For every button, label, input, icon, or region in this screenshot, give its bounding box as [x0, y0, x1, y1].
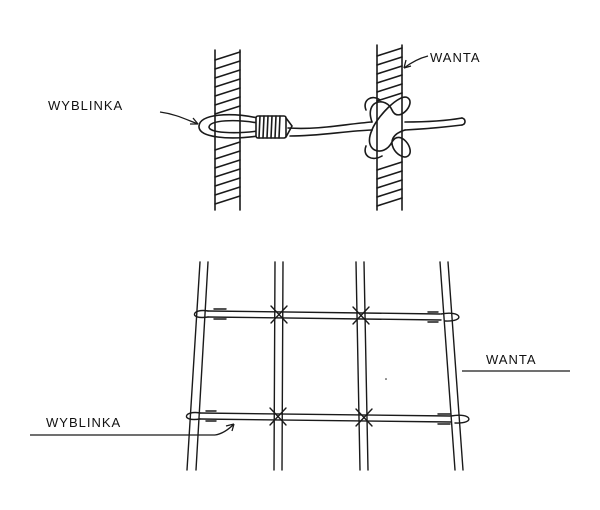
- top-eye-splice: [198, 113, 259, 139]
- bottom-shroud-2: [273, 261, 284, 471]
- rope-twist: [376, 56, 403, 66]
- bottom-arrow-wyblinka: [214, 423, 235, 436]
- rope-twist: [376, 92, 403, 102]
- speck: [385, 378, 387, 380]
- rope-twist: [376, 188, 403, 198]
- rope-twist: [376, 197, 403, 207]
- top-clove-hitch: [364, 96, 411, 160]
- rope-twist: [376, 65, 403, 75]
- bottom-figure: [185, 261, 470, 471]
- top-left-shroud: [214, 49, 241, 211]
- rope-twist: [214, 96, 241, 106]
- bottom-ratline-upper: [193, 308, 460, 323]
- rope-twist: [214, 87, 241, 97]
- bottom-hitch-lower-2: [269, 407, 287, 426]
- rope-twist: [376, 74, 403, 84]
- top-ratline: [287, 117, 463, 130]
- top-seizing: [255, 115, 293, 139]
- bottom-hitch-lower-3: [355, 408, 373, 427]
- top-right-shroud: [376, 44, 403, 211]
- top-left-shroud-twists: [214, 51, 241, 205]
- rope-twist: [376, 170, 403, 180]
- rope-twist: [214, 69, 241, 79]
- rope-twist: [214, 159, 241, 169]
- top-label-wanta: WANTA: [430, 50, 481, 65]
- rope-twist: [376, 83, 403, 93]
- rope-twist: [214, 195, 241, 205]
- rope-twist: [214, 60, 241, 70]
- rope-twist: [214, 186, 241, 196]
- top-ratline-end: [461, 117, 466, 126]
- top-right-shroud-twists: [376, 47, 403, 207]
- bottom-label-wyblinka: WYBLINKA: [46, 415, 121, 430]
- rope-twist: [214, 51, 241, 61]
- bottom-label-wanta: WANTA: [486, 352, 537, 367]
- rope-twist: [214, 150, 241, 160]
- top-arrow-wyblinka: [159, 111, 199, 125]
- top-figure: [198, 44, 466, 211]
- bottom-hitch-upper-3: [352, 306, 370, 325]
- rope-twist: [214, 105, 241, 115]
- rope-twist: [214, 141, 241, 151]
- top-arrow-wanta: [403, 55, 429, 69]
- rope-twist: [376, 161, 403, 171]
- bottom-shroud-4: [439, 261, 464, 471]
- top-ratline-lower: [289, 124, 463, 137]
- top-label-wyblinka: WYBLINKA: [48, 98, 123, 113]
- bottom-ratline-lower: [185, 410, 470, 425]
- bottom-shroud-1: [186, 261, 209, 471]
- rope-twist: [214, 177, 241, 187]
- rope-twist: [214, 78, 241, 88]
- rope-twist: [376, 47, 403, 57]
- rope-twist: [376, 179, 403, 189]
- bottom-hitch-upper-2: [270, 305, 288, 324]
- bottom-shroud-3: [355, 261, 369, 471]
- rope-twist: [214, 168, 241, 178]
